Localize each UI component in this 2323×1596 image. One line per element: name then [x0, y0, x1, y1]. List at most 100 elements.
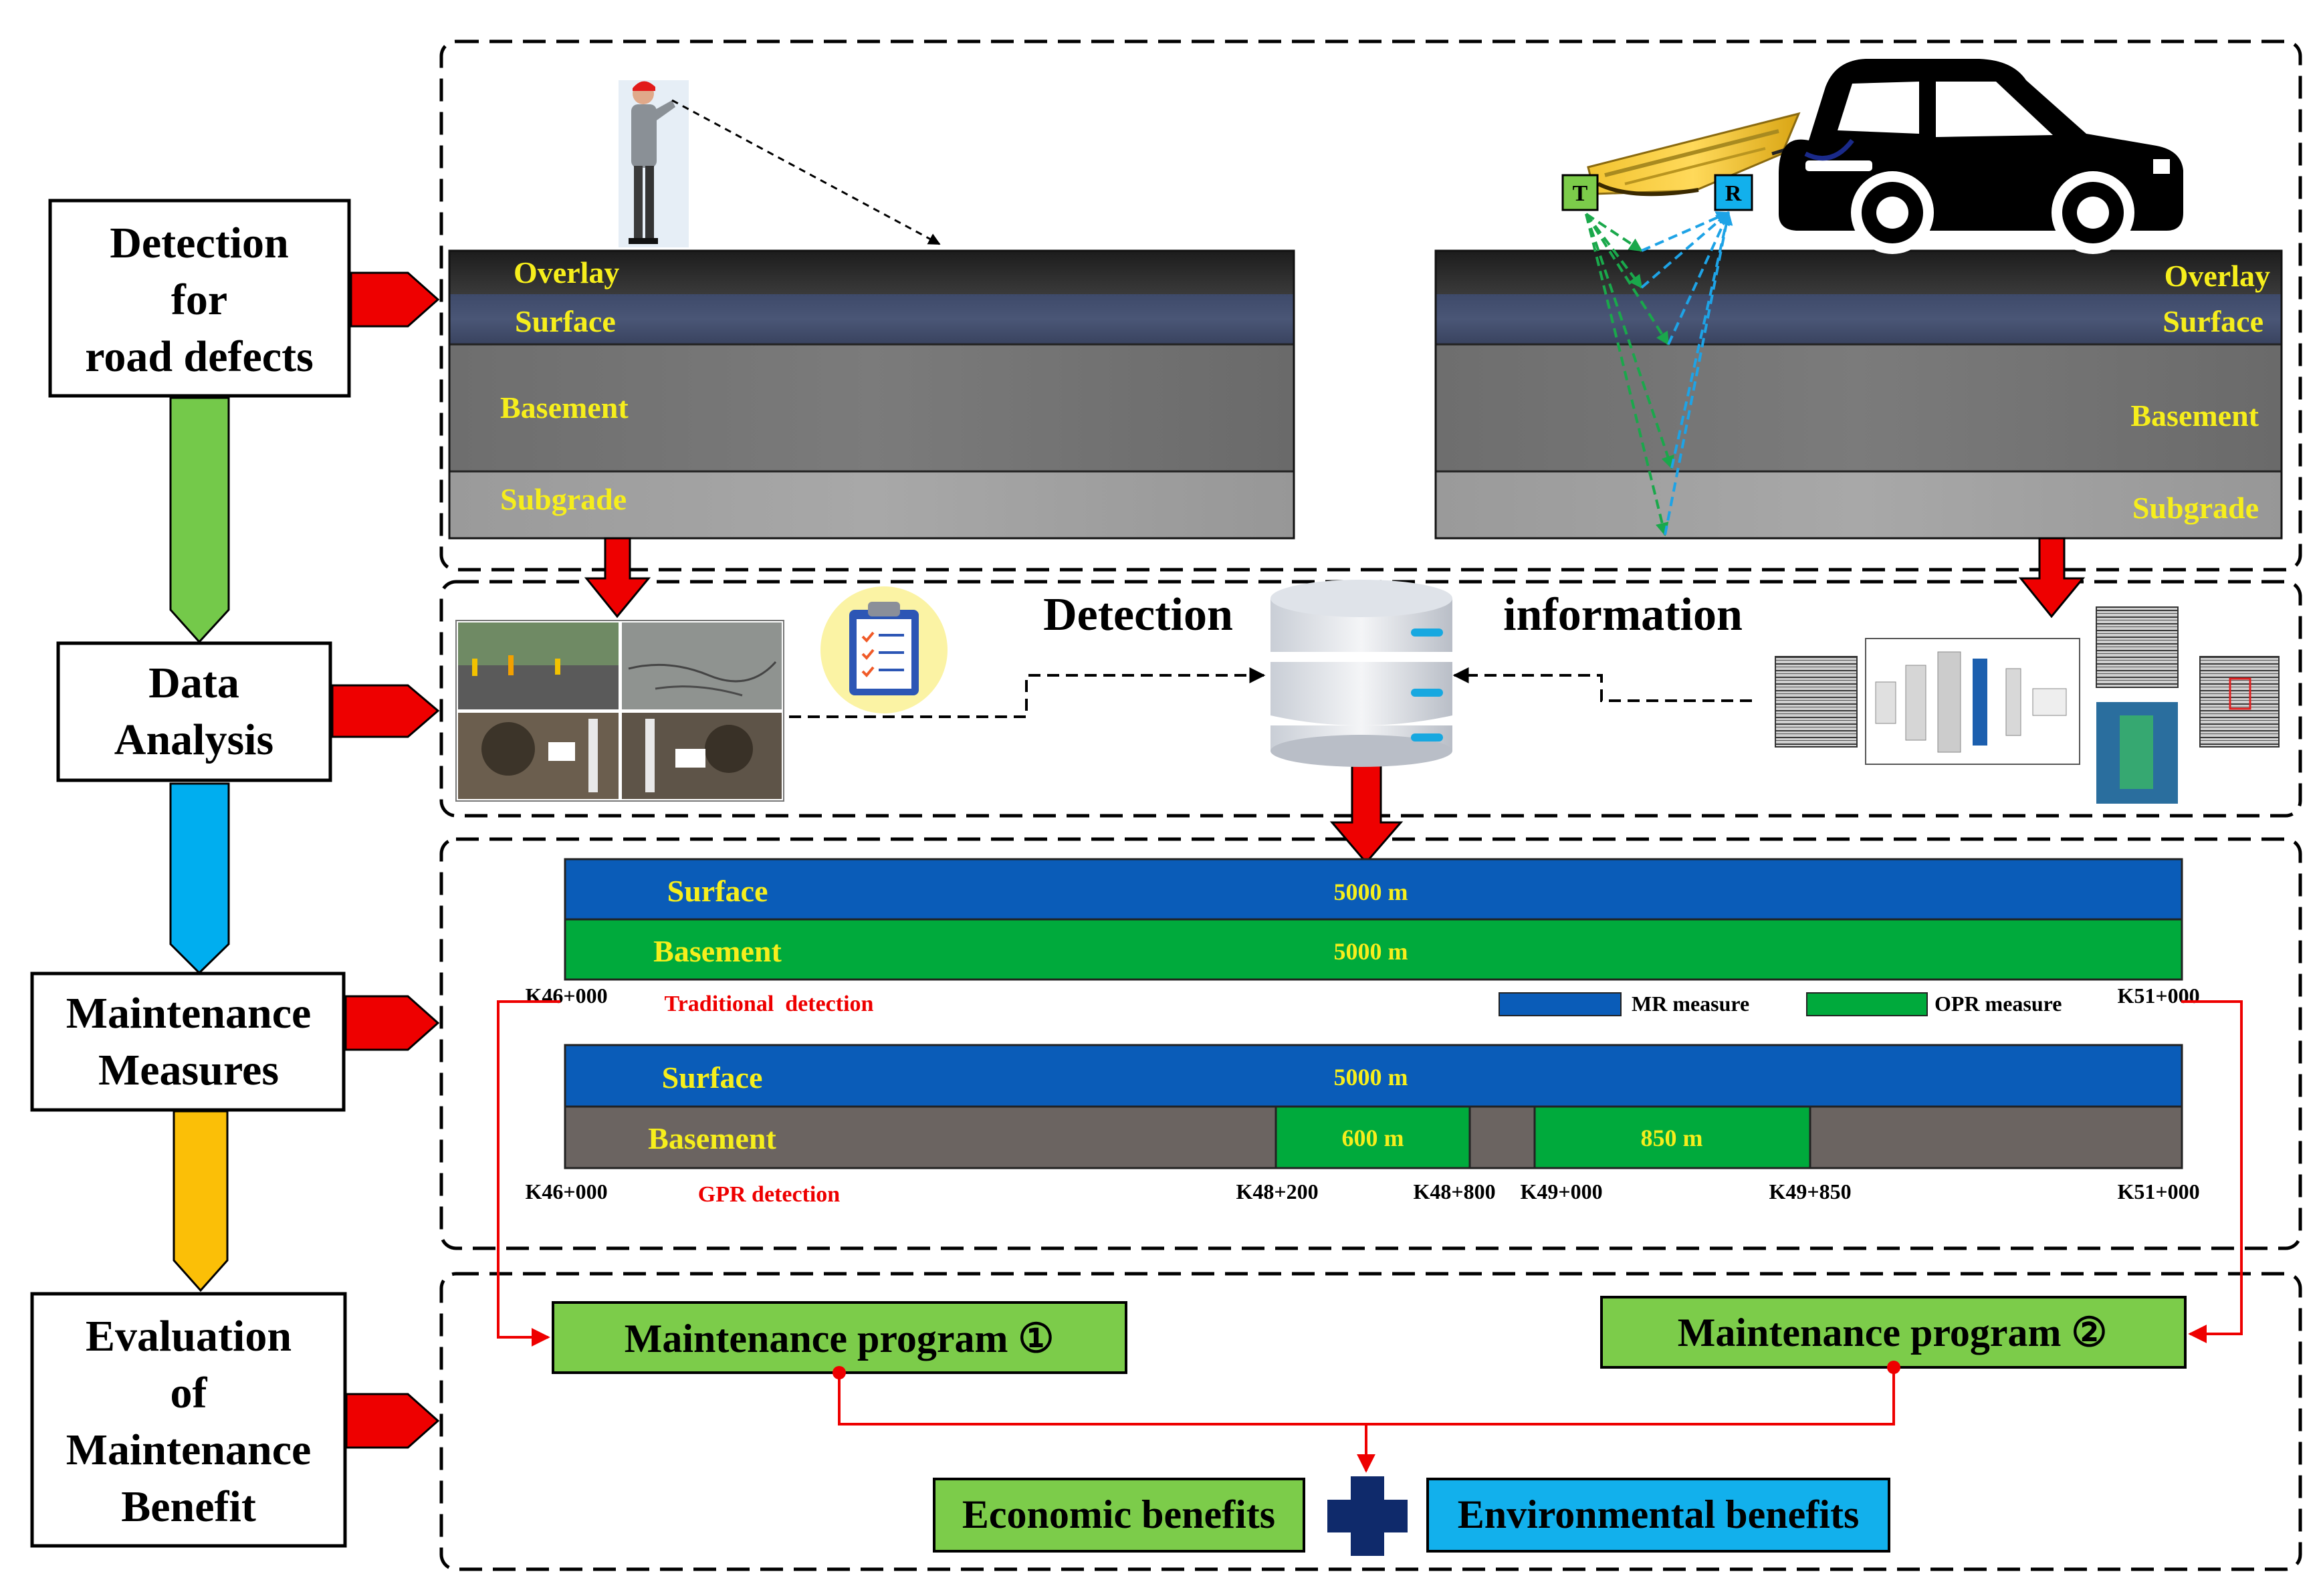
- left-road-cross-section: Overlay Surface Basement Subgrade: [448, 249, 1295, 540]
- field-photo-collage: [455, 620, 784, 802]
- legend-opr-label: OPR measure: [1934, 992, 2062, 1016]
- pointer-detection: [350, 271, 440, 328]
- analysis-heading-right: information: [1503, 589, 1743, 641]
- pointer-measures: [344, 995, 440, 1051]
- sight-line: [671, 99, 941, 245]
- gpr-k48-800: K48+800: [1413, 1179, 1495, 1204]
- stage-label-evaluation-2: of: [171, 1369, 208, 1417]
- stage-label-detection-1: Detection: [110, 219, 289, 267]
- stage-label-detection-3: road defects: [85, 332, 314, 381]
- stage-label-detection-2: for: [171, 275, 227, 324]
- gpr-radargram-input: [1775, 656, 1858, 748]
- gpr-start-chainage: K46+000: [525, 1179, 607, 1204]
- label-subgrade: Subgrade: [500, 482, 627, 516]
- program-routing-lines: [497, 1000, 2243, 1347]
- measure-legend: MR measure OPR measure: [1499, 992, 2062, 1016]
- antenna-receiver: [1714, 174, 1753, 211]
- label-subgrade-right: Subgrade: [2132, 491, 2259, 525]
- arrow-blue-down: [169, 782, 230, 975]
- antenna-transmitter-label: T: [1573, 181, 1588, 206]
- stage-label-evaluation-3: Maintenance: [66, 1426, 312, 1474]
- stage-box-evaluation: [30, 1292, 347, 1548]
- gpr-basement-label: Basement: [648, 1121, 776, 1155]
- label-basement-right: Basement: [2130, 398, 2259, 433]
- gpr-surface-label: Surface: [662, 1060, 763, 1095]
- program-2-box: [1600, 1296, 2187, 1369]
- trad-basement-length: 5000 m: [1334, 938, 1408, 965]
- merge-dot-1: [833, 1366, 846, 1379]
- label-surface-right: Surface: [2163, 304, 2263, 338]
- environmental-benefits-box: [1426, 1478, 1890, 1553]
- stage-column: Detection for road defects Data Analysis…: [30, 199, 440, 1548]
- legend-opr-swatch: [1806, 992, 1928, 1016]
- inspector-figure: [619, 80, 689, 247]
- stage-label-analysis-1: Data: [148, 659, 239, 707]
- layer-overlay: [449, 251, 1294, 294]
- right-road-cross-section: Overlay Surface Basement Subgrade: [1434, 249, 2283, 540]
- stage-label-evaluation-1: Evaluation: [86, 1312, 292, 1361]
- stage-label-analysis-2: Analysis: [114, 715, 273, 764]
- trad-end-chainage: K51+000: [2117, 984, 2199, 1008]
- economic-benefits-label: Economic benefits: [962, 1492, 1275, 1536]
- trad-basement-bar: [564, 918, 2183, 981]
- gpr-detection-scheme: Surface 5000 m Basement 600 m 850 m K46+…: [525, 1044, 2200, 1207]
- label-overlay: Overlay: [514, 255, 619, 290]
- trad-caption: Traditional detection: [665, 992, 874, 1016]
- gpr-surface-length: 5000 m: [1334, 1064, 1408, 1091]
- detection-result: [2199, 656, 2280, 748]
- trad-start-chainage: K46+000: [525, 984, 607, 1008]
- gpr-k48-200: K48+200: [1236, 1179, 1318, 1204]
- pointer-evaluation: [345, 1393, 440, 1449]
- layer-subgrade: [449, 471, 1294, 538]
- stage-box-detection: [48, 199, 351, 398]
- antenna-transmitter: [1561, 174, 1599, 211]
- pointer-analysis: [331, 684, 440, 738]
- stage-label-measures-2: Measures: [98, 1046, 279, 1095]
- merge-dot-2: [1887, 1361, 1900, 1374]
- stage-box-analysis: [56, 641, 332, 782]
- layer-surface: [449, 294, 1294, 344]
- analysis-heading-left: Detection: [1043, 589, 1233, 641]
- label-surface: Surface: [515, 304, 616, 338]
- economic-benefits-box: [933, 1478, 1305, 1553]
- database-icon: [1270, 580, 1452, 767]
- gpr-seg2-length: 850 m: [1641, 1125, 1703, 1151]
- frame-detection: [439, 39, 2302, 572]
- gpr-antenna-slab: [1587, 112, 1833, 197]
- traditional-detection-scheme: Surface 5000 m Basement 5000 m K46+000 K…: [525, 858, 2200, 1016]
- antenna-receiver-label: R: [1725, 181, 1742, 206]
- trad-surface-label: Surface: [667, 874, 768, 908]
- benefit-merge-lines: [838, 1367, 1895, 1473]
- stage-label-measures-1: Maintenance: [66, 989, 312, 1038]
- gpr-caption: GPR detection: [698, 1182, 841, 1207]
- gpr-end-chainage: K51+000: [2117, 1179, 2199, 1204]
- gpr-k49-850: K49+850: [1769, 1179, 1851, 1204]
- gpr-repair-segment-2: [1533, 1105, 1811, 1169]
- trad-surface-bar: [564, 858, 2183, 921]
- clipboard-icon: [820, 586, 948, 713]
- legend-mr-swatch: [1499, 992, 1622, 1016]
- trad-surface-length: 5000 m: [1334, 879, 1408, 905]
- arrow-green-down: [169, 396, 230, 644]
- gpr-repair-segment-1: [1275, 1105, 1471, 1169]
- label-overlay-right: Overlay: [2165, 259, 2270, 293]
- data-flow-lines: [789, 667, 1752, 718]
- frame-evaluation: [439, 1272, 2302, 1571]
- detection-output-1: [2096, 606, 2179, 688]
- stage-box-measures: [30, 972, 346, 1112]
- car-icon: [1779, 59, 2183, 254]
- trad-basement-label: Basement: [653, 934, 782, 968]
- gpr-signal-paths: [1585, 211, 1733, 536]
- stage-label-evaluation-4: Benefit: [121, 1482, 256, 1531]
- arrow-yellow-down: [173, 1110, 229, 1292]
- program-1-label: Maintenance program ①: [625, 1317, 1055, 1361]
- legend-mr-label: MR measure: [1632, 992, 1749, 1016]
- label-basement: Basement: [500, 390, 629, 425]
- gpr-seg1-length: 600 m: [1342, 1125, 1404, 1151]
- environmental-benefits-label: Environmental benefits: [1458, 1492, 1860, 1536]
- plus-icon: [1327, 1476, 1408, 1556]
- red-down-arrows: [584, 537, 2086, 865]
- gpr-k49-000: K49+000: [1520, 1179, 1602, 1204]
- program-2-label: Maintenance program ②: [1678, 1310, 2108, 1355]
